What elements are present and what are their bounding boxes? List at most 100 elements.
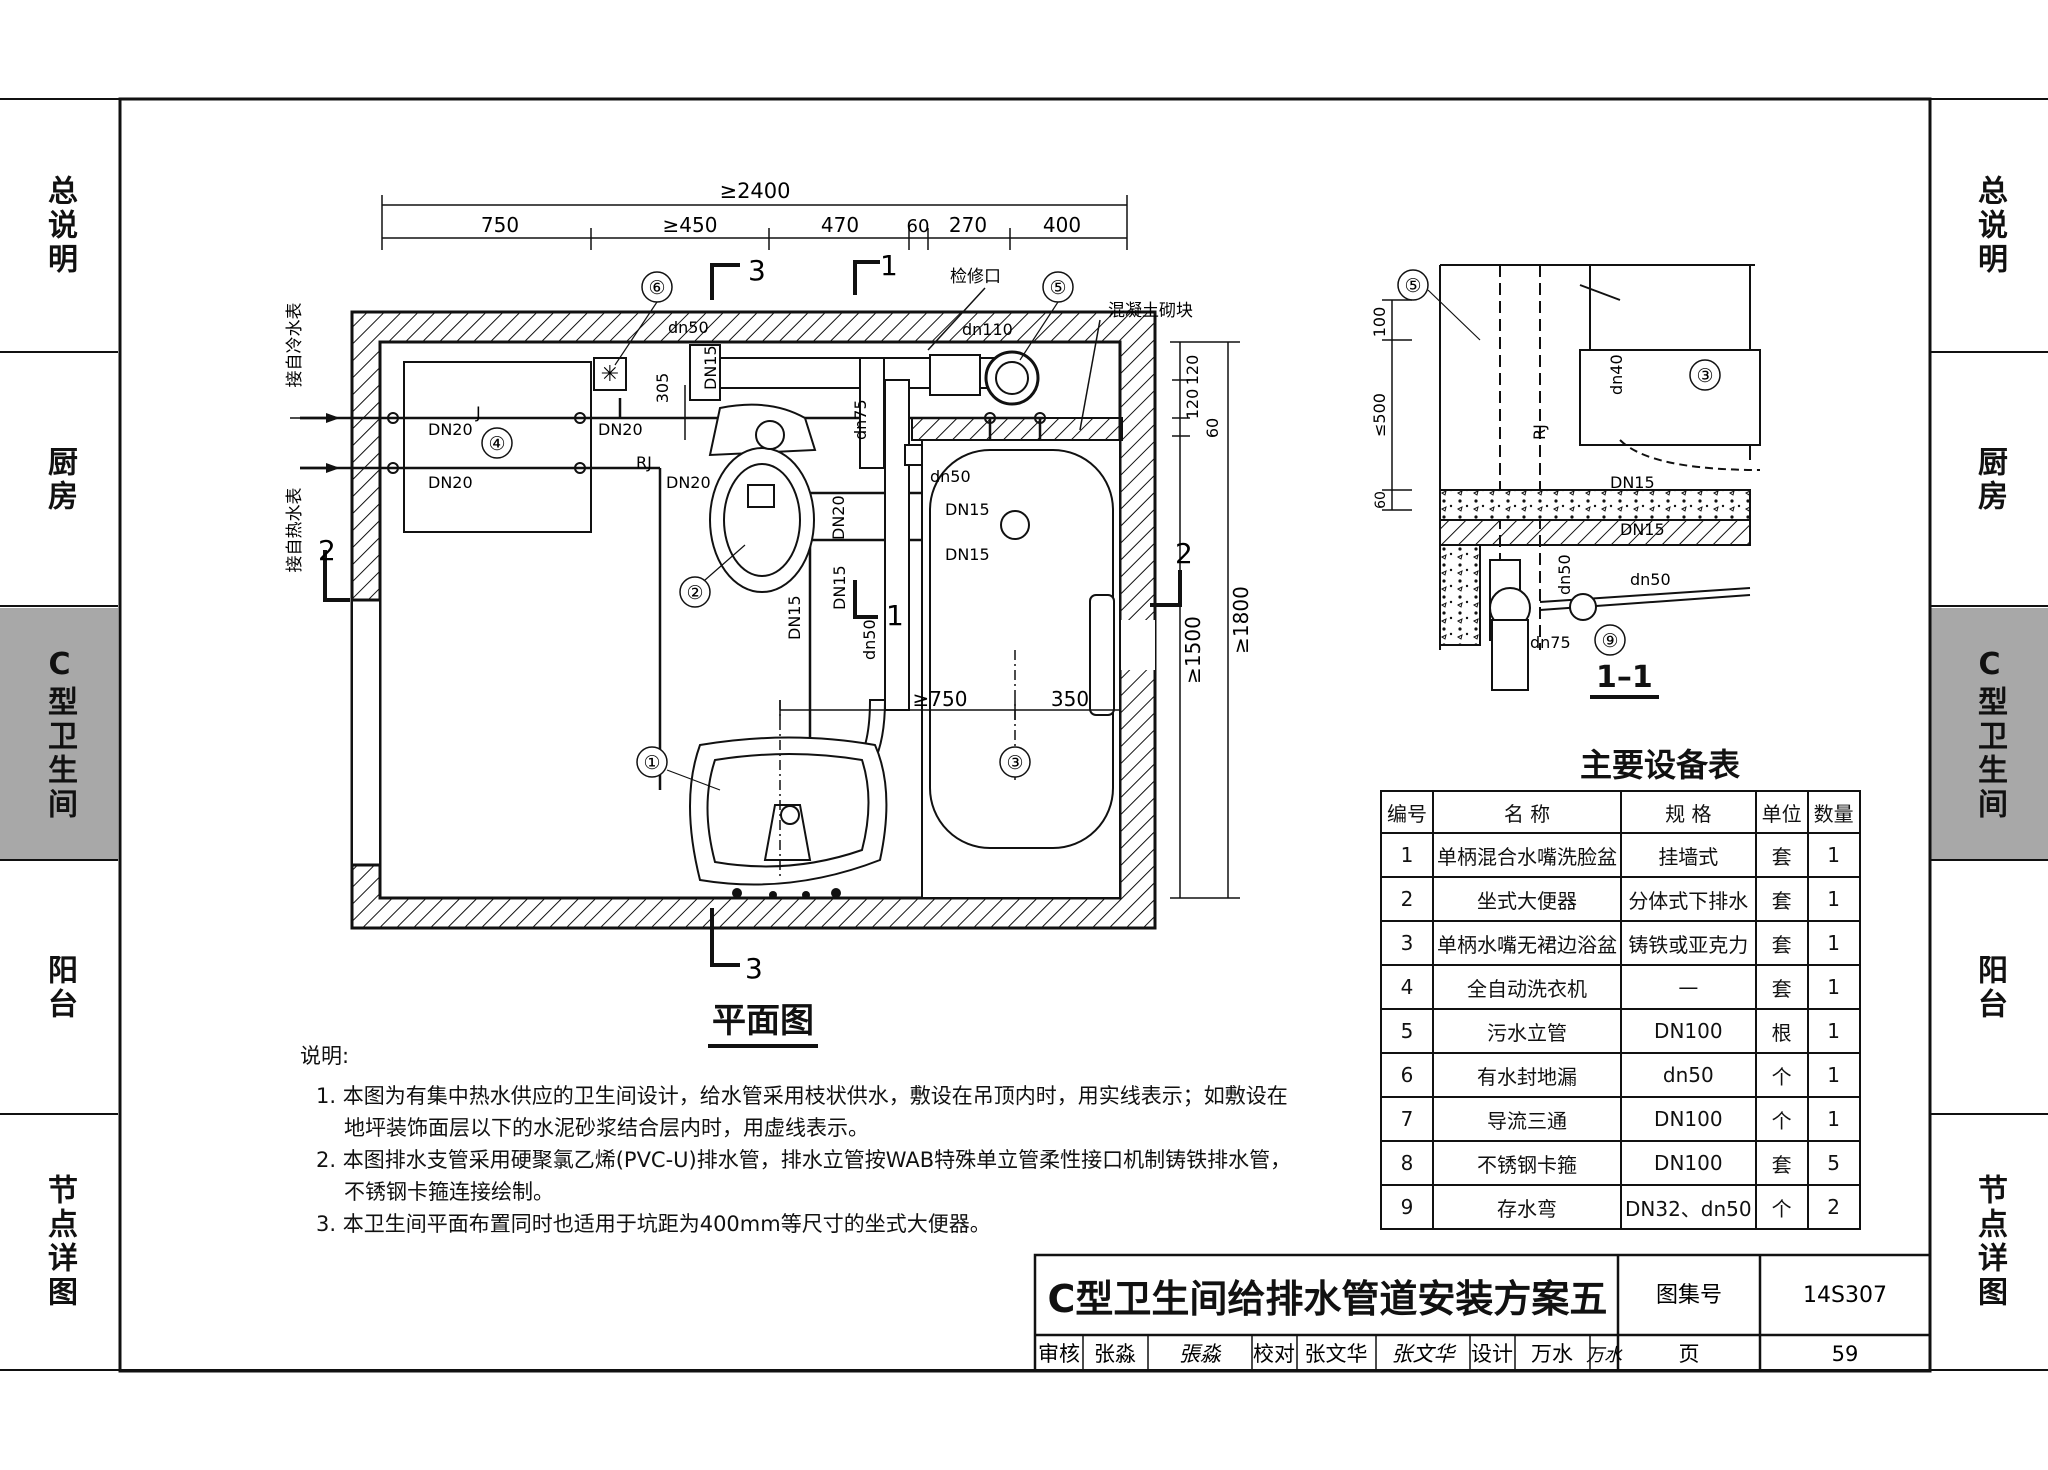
cell-name: 坐式大便器: [1432, 876, 1622, 922]
label-dn110: dn110: [962, 320, 1013, 339]
drawing-title: C型卫生间给排水管道安装方案五: [1047, 1276, 1608, 1321]
tab-kitchen-left[interactable]: 厨房: [42, 446, 77, 514]
cell-name: 全自动洗衣机: [1432, 964, 1622, 1010]
label-dn75: dn75: [851, 399, 870, 440]
designer-signature: 万水: [1586, 1345, 1623, 1366]
reviewer-signature: 張淼: [1179, 1342, 1222, 1366]
label-dn50-drain: dn50: [668, 318, 709, 337]
tab-balcony-left[interactable]: 阳台: [42, 954, 77, 1022]
cell-spec: DN100: [1620, 1140, 1757, 1186]
tab-bathroom-c-left[interactable]: C型卫生间: [0, 608, 118, 860]
label-dn20-cold: DN20: [428, 420, 473, 439]
cell-name: 单柄水嘴无裙边浴盆: [1432, 920, 1622, 966]
cell-spec: 铸铁或亚克力: [1620, 920, 1757, 966]
review-label: 审核: [1038, 1342, 1080, 1366]
tab-general-left[interactable]: 总说明: [42, 175, 77, 277]
dim-60-right: 60: [1203, 418, 1222, 438]
cell-no: 4: [1380, 964, 1434, 1010]
cell-unit: 套: [1754, 832, 1809, 878]
label-cold-inlet: 接自冷水表: [285, 303, 305, 388]
cell-spec: —: [1620, 964, 1757, 1010]
cell-qty: 1: [1806, 1096, 1861, 1142]
label-dn15-top: DN15: [701, 345, 720, 390]
section-mark-1-top: 1: [880, 249, 898, 282]
sec-label-dn75: dn75: [1530, 633, 1571, 652]
cell-no: 8: [1380, 1140, 1434, 1186]
label-access-panel: 检修口: [950, 267, 1001, 287]
cell-unit: 套: [1754, 1140, 1809, 1186]
cell-unit: 根: [1754, 1008, 1809, 1054]
cell-unit: 套: [1754, 920, 1809, 966]
cell-name: 单柄混合水嘴洗脸盆: [1432, 832, 1622, 878]
cell-no: 1: [1380, 832, 1434, 878]
dim-305: 305: [653, 373, 672, 404]
cell-qty: 5: [1806, 1140, 1861, 1186]
sec-label-dn40: dn40: [1607, 354, 1626, 395]
balloon-3: ③: [1006, 752, 1023, 774]
cell-qty: 1: [1806, 876, 1861, 922]
tab-bathroom-c-right[interactable]: C型卫生间: [1930, 608, 2048, 860]
design-label: 设计: [1471, 1342, 1513, 1366]
cell-qty: 2: [1806, 1184, 1861, 1230]
label-dn20-hot: DN20: [428, 473, 473, 492]
col-unit: 单位: [1754, 790, 1809, 834]
dim-400: 400: [1043, 213, 1081, 237]
notes: 说明: 1. 本图为有集中热水供应的卫生间设计，给水管采用枝状供水，敷设在吊顶内…: [300, 1040, 1300, 1240]
dim-270: 270: [949, 213, 987, 237]
col-no: 编号: [1380, 790, 1434, 834]
cell-name: 污水立管: [1432, 1008, 1622, 1054]
cell-name: 不锈钢卡箍: [1432, 1140, 1622, 1186]
cell-no: 6: [1380, 1052, 1434, 1098]
section-mark-2-left: 2: [318, 534, 336, 567]
tab-kitchen-right[interactable]: 厨房: [1972, 446, 2007, 514]
balloon-6: ⑥: [648, 277, 665, 299]
tab-general-right[interactable]: 总说明: [1972, 175, 2007, 277]
dim-450: ≥450: [663, 213, 718, 237]
cell-name: 存水弯: [1432, 1184, 1622, 1230]
dim-470: 470: [821, 213, 859, 237]
reviewer-name: 张淼: [1094, 1342, 1136, 1366]
label-dn20-cold2: DN20: [598, 420, 643, 439]
label-dn50-basin: dn50: [860, 619, 879, 660]
label-dn15-v2: DN15: [785, 595, 804, 640]
label-dn20-v: DN20: [829, 495, 848, 540]
dim-60: 60: [907, 216, 930, 237]
section-mark-3-top: 3: [748, 254, 766, 287]
cell-unit: 个: [1754, 1096, 1809, 1142]
dim-750: 750: [481, 213, 519, 237]
atlas-number: 14S307: [1803, 1283, 1887, 1308]
sec-label-dn15a: DN15: [1610, 473, 1655, 492]
sec-label-dn15b: DN15: [1620, 520, 1665, 539]
cell-spec: DN100: [1620, 1096, 1757, 1142]
cell-no: 2: [1380, 876, 1434, 922]
check-label: 校对: [1253, 1342, 1295, 1366]
dim-350-inner: 350: [1051, 687, 1089, 711]
cell-spec: 分体式下排水: [1620, 876, 1757, 922]
balloon-4: ④: [488, 433, 505, 455]
col-qty: 数量: [1806, 790, 1861, 834]
cell-no: 7: [1380, 1096, 1434, 1142]
tab-balcony-right[interactable]: 阳台: [1972, 954, 2007, 1022]
tab-details-left[interactable]: 节点详图: [42, 1174, 77, 1310]
dim-750-inner: ≥750: [913, 687, 968, 711]
sec-dim-100: 100: [1370, 307, 1389, 338]
cell-no: 5: [1380, 1008, 1434, 1054]
soil-stack: [984, 350, 1040, 406]
sec-dim-500: ≤500: [1370, 393, 1389, 437]
tab-details-right[interactable]: 节点详图: [1972, 1174, 2007, 1310]
toilet: [708, 403, 817, 593]
balloon-2: ②: [686, 582, 703, 604]
sec-label-dn50a: dn50: [1630, 570, 1671, 589]
sec-label-rj: RJ: [1530, 424, 1549, 440]
page-number: 59: [1832, 1342, 1859, 1366]
cell-qty: 1: [1806, 920, 1861, 966]
note-2: 2. 本图排水支管采用硬聚氯乙烯(PVC-U)排水管，排水立管按WAB特殊单立管…: [316, 1148, 1292, 1204]
